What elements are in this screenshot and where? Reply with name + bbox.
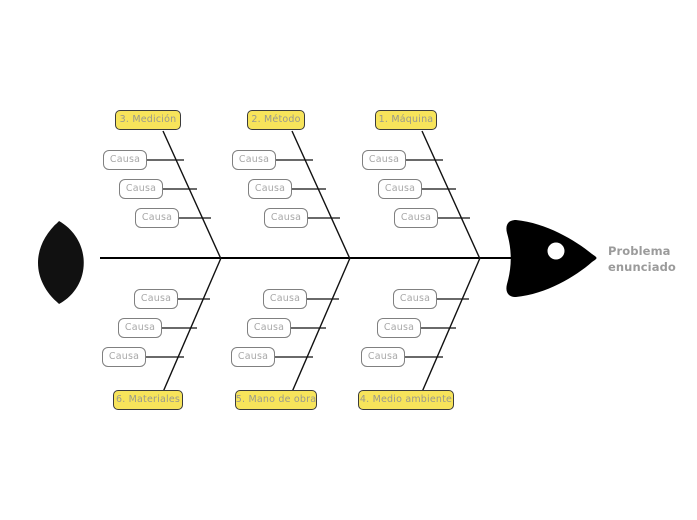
fish-head-shape	[506, 220, 597, 297]
cause-box-medio-ambiente-1[interactable]: Causa	[393, 289, 437, 309]
cause-box-maquina-3[interactable]: Causa	[394, 208, 438, 228]
cause-box-medicion-3[interactable]: Causa	[135, 208, 179, 228]
category-box-mano-de-obra[interactable]: 5. Mano de obra	[235, 390, 317, 410]
cause-box-mano-de-obra-2[interactable]: Causa	[247, 318, 291, 338]
category-box-medicion[interactable]: 3. Medición	[115, 110, 181, 130]
cause-box-medio-ambiente-2[interactable]: Causa	[377, 318, 421, 338]
bone-materiales	[162, 257, 222, 393]
cause-box-maquina-2[interactable]: Causa	[378, 179, 422, 199]
cause-box-medicion-1[interactable]: Causa	[103, 150, 147, 170]
cause-box-metodo-2[interactable]: Causa	[248, 179, 292, 199]
fish-eye-icon	[547, 242, 565, 260]
cause-box-medicion-2[interactable]: Causa	[119, 179, 163, 199]
cause-box-materiales-3[interactable]: Causa	[102, 347, 146, 367]
cause-box-metodo-1[interactable]: Causa	[232, 150, 276, 170]
cause-box-mano-de-obra-3[interactable]: Causa	[231, 347, 275, 367]
bone-medicion	[162, 130, 222, 260]
category-box-medio-ambiente[interactable]: 4. Medio ambiente	[358, 390, 454, 410]
cause-box-mano-de-obra-1[interactable]: Causa	[263, 289, 307, 309]
fish-tail-body	[39, 221, 84, 304]
bone-mano-de-obra	[291, 257, 351, 393]
category-box-metodo[interactable]: 2. Método	[247, 110, 305, 130]
bone-metodo	[291, 130, 351, 260]
bone-maquina	[421, 130, 481, 260]
problem-statement-label: Problema enunciado	[608, 244, 676, 275]
fish-tail-notch	[30, 221, 59, 304]
category-box-materiales[interactable]: 6. Materiales	[113, 390, 183, 410]
cause-box-materiales-1[interactable]: Causa	[134, 289, 178, 309]
cause-box-medio-ambiente-3[interactable]: Causa	[361, 347, 405, 367]
cause-box-metodo-3[interactable]: Causa	[264, 208, 308, 228]
cause-box-materiales-2[interactable]: Causa	[118, 318, 162, 338]
bone-medio-ambiente	[421, 257, 481, 393]
cause-box-maquina-1[interactable]: Causa	[362, 150, 406, 170]
category-box-maquina[interactable]: 1. Máquina	[375, 110, 437, 130]
